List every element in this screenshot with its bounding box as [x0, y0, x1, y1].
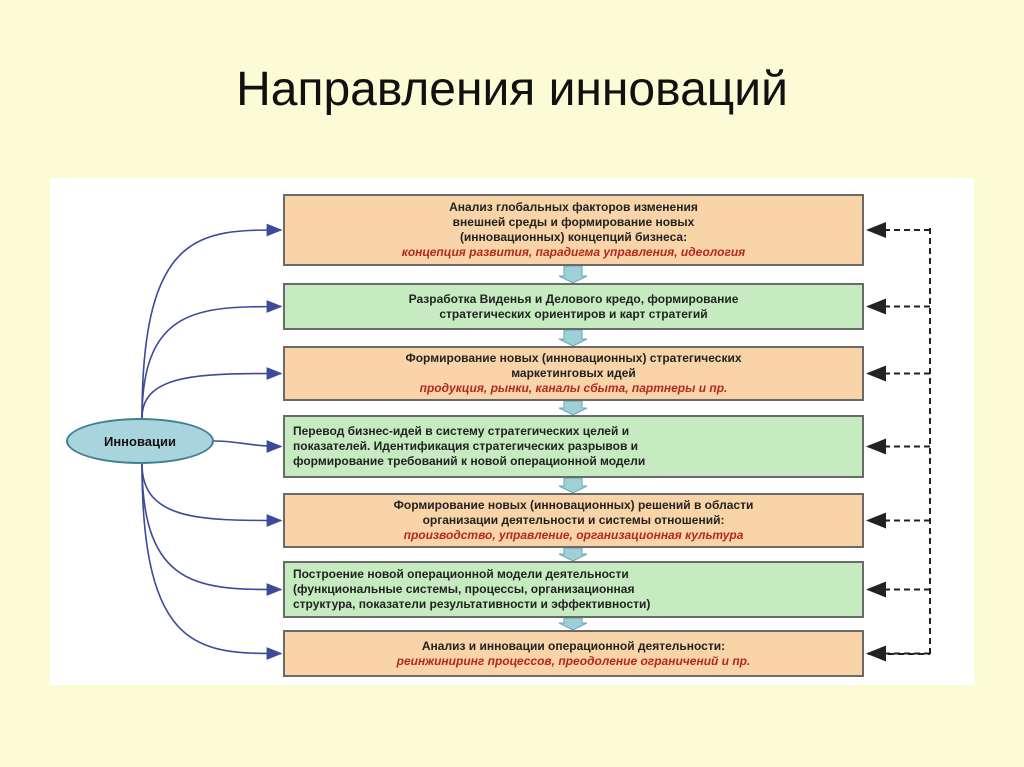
- innovation-link-curve: [141, 463, 283, 596]
- step-text-line: показателей. Идентификация стратегически…: [293, 439, 639, 453]
- innovation-link-curve: [141, 463, 283, 527]
- step-text-line: (инновационных) концепций бизнеса:: [459, 230, 688, 244]
- step-text-line: структура, показатели результативности и…: [293, 597, 651, 611]
- down-arrow: [558, 617, 588, 631]
- down-arrow: [558, 547, 588, 562]
- step-text-line: Формирование новых (инновационных) страт…: [405, 351, 742, 365]
- step-box-3: Формирование новых (инновационных) страт…: [283, 346, 864, 401]
- innovation-link-curve: [141, 300, 283, 419]
- down-arrow: [558, 329, 588, 347]
- step-text-line: организации деятельности и системы отнош…: [422, 513, 725, 527]
- innovation-link-curve: [141, 367, 283, 419]
- innovations-node: Инновации: [66, 418, 214, 464]
- step-text-line: маркетинговых идей: [511, 366, 636, 380]
- step-text-line: Анализ и инновации операционной деятельн…: [421, 638, 726, 653]
- step-text-line: (функциональные системы, процессы, орган…: [293, 582, 635, 596]
- step-subtext: концепция развития, парадигма управления…: [401, 245, 746, 259]
- step-text-line: внешней среды и формирование новых: [452, 215, 695, 229]
- step-box-5: Формирование новых (инновационных) решен…: [283, 493, 864, 548]
- step-text-line: Построение новой операционной модели дея…: [293, 567, 629, 581]
- down-arrow: [558, 400, 588, 416]
- step-subtext: реинжиниринг процессов, преодоление огра…: [396, 653, 751, 668]
- step-subtext: продукция, рынки, каналы сбыта, партнеры…: [419, 381, 728, 395]
- innovation-link-curve: [141, 463, 283, 660]
- step-text-line: формирование требований к новой операцио…: [293, 454, 646, 468]
- step-text-line: Разработка Виденья и Делового кредо, фор…: [408, 291, 739, 306]
- down-arrow: [558, 265, 588, 284]
- down-arrow: [558, 477, 588, 494]
- step-subtext: производство, управление, организационна…: [403, 528, 744, 542]
- step-text-line: Анализ глобальных факторов изменения: [449, 200, 698, 214]
- step-box-6: Построение новой операционной модели дея…: [283, 561, 864, 618]
- step-text-line: Перевод бизнес-идей в систему стратегиче…: [293, 424, 630, 438]
- step-box-7: Анализ и инновации операционной деятельн…: [283, 630, 864, 677]
- step-box-2: Разработка Виденья и Делового кредо, фор…: [283, 283, 864, 330]
- step-box-4: Перевод бизнес-идей в систему стратегиче…: [283, 415, 864, 478]
- step-text-line: Формирование новых (инновационных) решен…: [393, 498, 754, 512]
- innovation-link-curve: [213, 440, 283, 453]
- slide-title: Направления инноваций: [236, 63, 788, 116]
- step-text-line: стратегических ориентиров и карт стратег…: [439, 306, 708, 321]
- innovation-link-curve: [141, 223, 283, 419]
